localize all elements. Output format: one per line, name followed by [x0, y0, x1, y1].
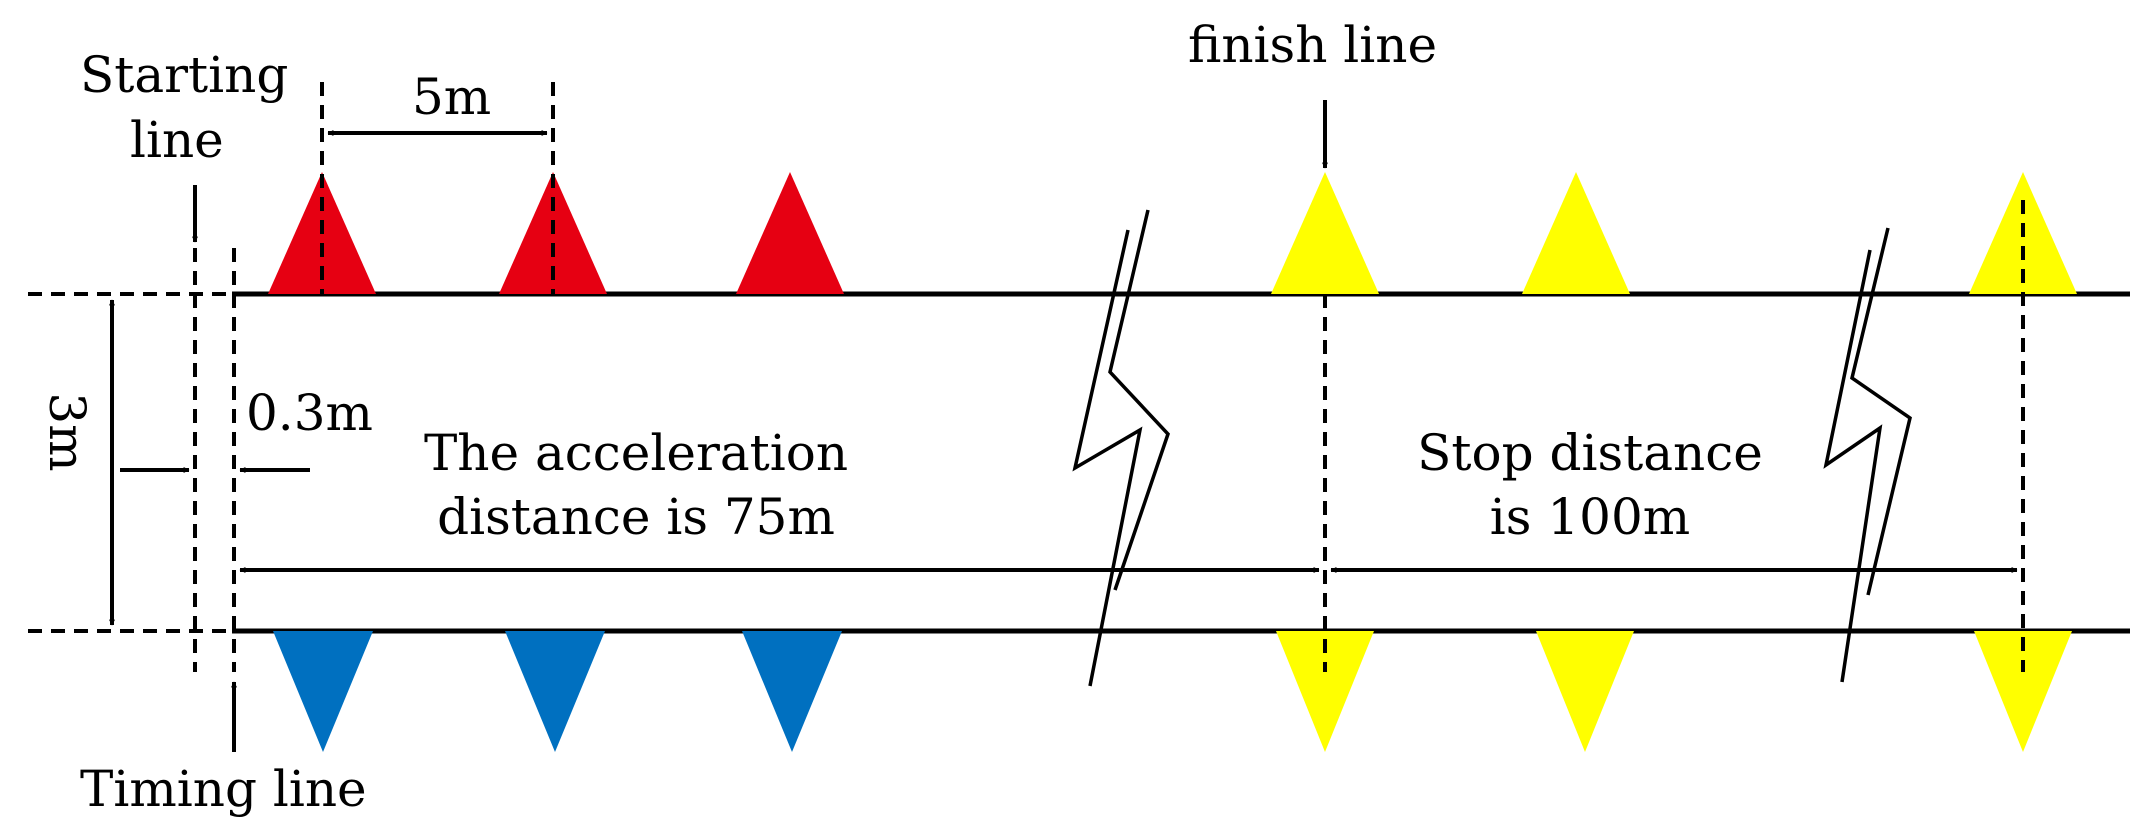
starting-line-label-2: line — [130, 111, 224, 169]
finish-line-label: finish line — [1188, 16, 1437, 74]
yellow-cone-bottom-2 — [1536, 631, 1634, 752]
acceleration-label-1: The acceleration — [424, 424, 848, 482]
yellow-cone-top-1 — [1271, 172, 1379, 294]
blue-cone-3 — [742, 631, 842, 752]
break-symbol-2 — [1823, 227, 1912, 683]
gap-label: 0.3m — [246, 384, 373, 442]
yellow-cone-bottom-1 — [1276, 631, 1374, 752]
starting-line-label-1: Starting — [80, 46, 288, 104]
stop-label-2: is 100m — [1490, 488, 1690, 546]
timing-line-label: Timing line — [80, 760, 367, 818]
stop-label-1: Stop distance — [1417, 424, 1763, 482]
yellow-cone-top-2 — [1522, 172, 1630, 294]
acceleration-label-2: distance is 75m — [437, 488, 835, 546]
break-symbol-1 — [1072, 209, 1170, 687]
blue-cone-2 — [505, 631, 605, 752]
spacing-label: 5m — [412, 68, 491, 126]
red-cone-3 — [736, 172, 844, 294]
blue-cone-1 — [273, 631, 373, 752]
yellow-cone-bottom-3 — [1974, 631, 2072, 752]
lane-width-label: 3m — [38, 392, 96, 471]
